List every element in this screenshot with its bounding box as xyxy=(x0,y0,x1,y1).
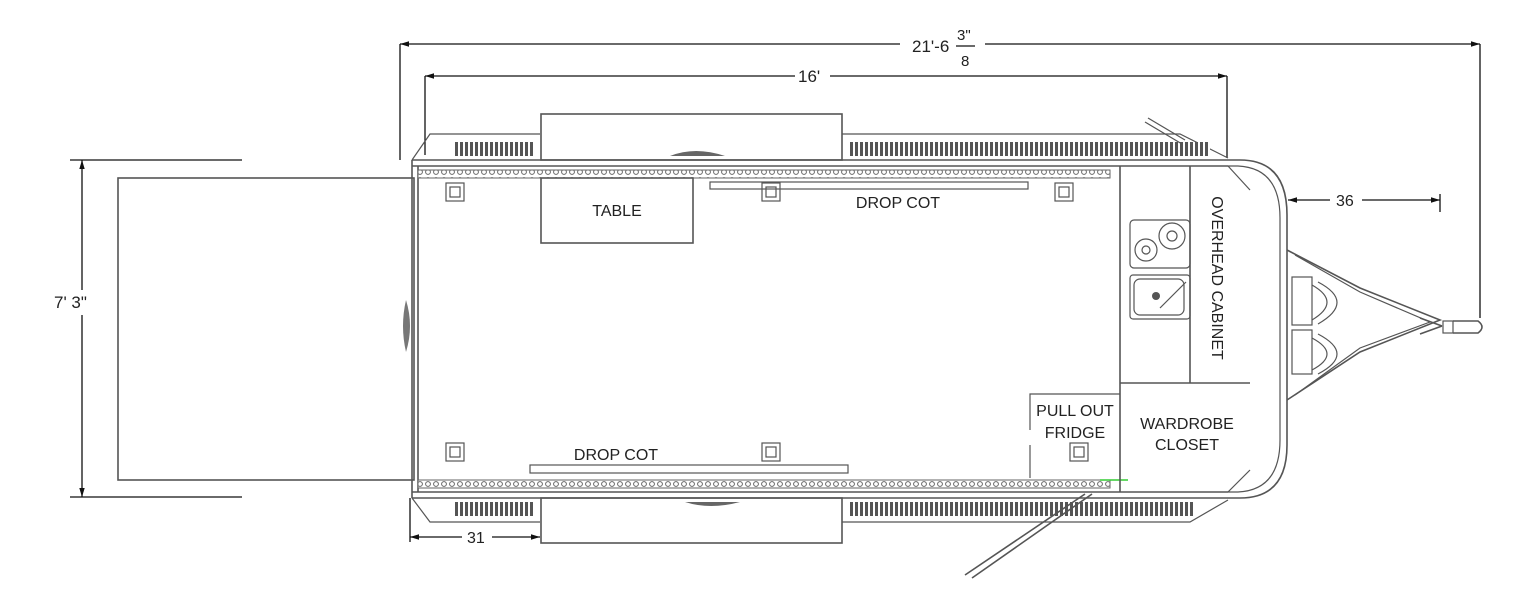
fender-offset-label: 31 xyxy=(467,530,485,547)
wardrobe-label-line1: WARDROBE xyxy=(1140,416,1234,433)
ramp-door xyxy=(117,177,415,481)
height-dimension: 7' 3" xyxy=(54,159,242,498)
wardrobe-closet: WARDROBE CLOSET xyxy=(1140,416,1234,454)
drop-cot-bottom: DROP COT xyxy=(529,447,849,474)
d-ring xyxy=(1054,182,1074,202)
overall-length-numerator: 3" xyxy=(957,27,971,44)
overhead-cabinet-label: OVERHEAD CABINET xyxy=(1208,196,1225,360)
fender-offset-dimension: 31 xyxy=(409,498,540,547)
box-length-dimension: 16' xyxy=(424,67,1228,158)
tongue-label: 36 xyxy=(1336,193,1354,210)
galley: OVERHEAD CABINET xyxy=(1119,166,1250,492)
d-ring xyxy=(1069,442,1089,462)
sink-icon xyxy=(1129,274,1191,320)
overall-length-whole: 21'-6 xyxy=(912,37,949,56)
d-ring xyxy=(761,442,781,462)
d-rings xyxy=(445,182,1089,462)
fridge-label-line2: FRIDGE xyxy=(1045,425,1105,442)
drop-cot-top: DROP COT xyxy=(709,181,1029,212)
pull-out-fridge: PULL OUT FRIDGE xyxy=(1029,393,1120,478)
wardrobe-label-line2: CLOSET xyxy=(1155,437,1219,454)
overall-length-denominator: 8 xyxy=(961,53,969,70)
coupler-icon xyxy=(1419,317,1483,335)
height-label: 7' 3" xyxy=(54,293,87,312)
drop-cot-bottom-label: DROP COT xyxy=(574,447,658,464)
box-length-label: 16' xyxy=(798,67,820,86)
fridge-label-line1: PULL OUT xyxy=(1036,403,1114,420)
table-label: TABLE xyxy=(592,203,642,220)
table: TABLE xyxy=(540,177,694,244)
overall-length-dimension: 21'-6 3" 8 xyxy=(399,27,1481,318)
drop-cot-top-label: DROP COT xyxy=(856,195,940,212)
d-ring xyxy=(445,442,465,462)
tongue-dimension: 36 xyxy=(1288,193,1441,212)
propane-tanks xyxy=(1291,276,1338,375)
d-ring xyxy=(761,182,781,202)
stove-icon xyxy=(1129,219,1191,269)
d-ring xyxy=(445,182,465,202)
trailer-body xyxy=(403,113,1288,579)
trailer-tongue xyxy=(1286,249,1483,401)
